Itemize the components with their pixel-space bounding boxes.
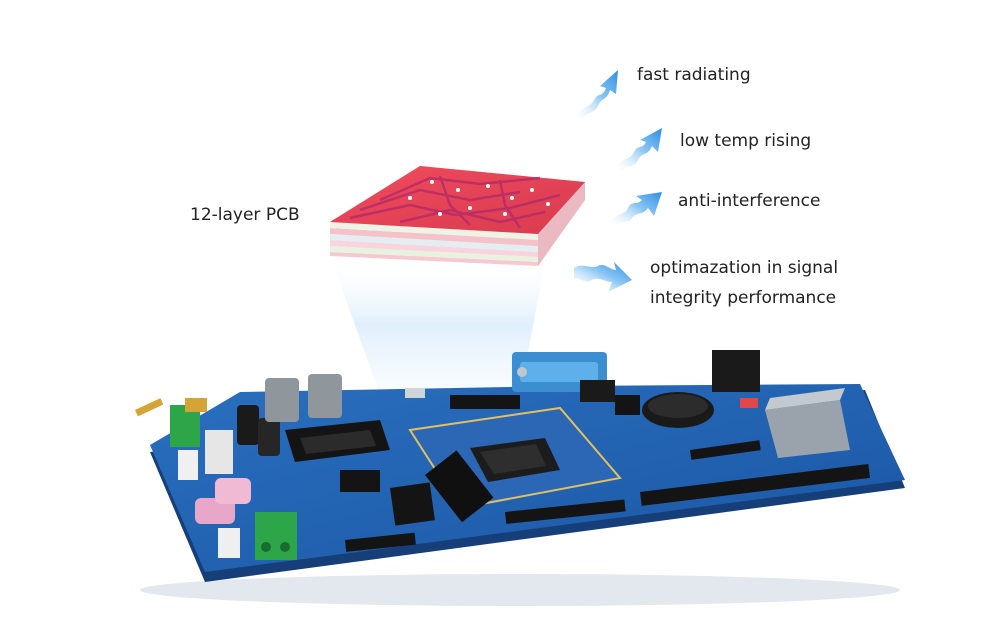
heat-arrow-icon-4 xyxy=(574,262,632,292)
pcb-label: 12-layer PCB xyxy=(190,205,300,225)
pcb-top-layer xyxy=(330,166,585,234)
pcb-layer-stack xyxy=(330,166,585,266)
light-beam xyxy=(330,255,545,395)
feature-low-temp-rising: low temp rising xyxy=(680,126,811,156)
feature-text: anti-interference xyxy=(678,191,821,211)
feature-text: low temp rising xyxy=(680,131,812,151)
feature-text: fast radiating xyxy=(637,65,751,85)
heat-arrow-icon-2 xyxy=(616,128,662,172)
feature-text-line-1: optimazation in signal xyxy=(650,258,839,278)
feature-signal-integrity: optimazation in signal integrity perform… xyxy=(650,253,910,313)
feature-text-line-2: integrity performance xyxy=(650,288,837,308)
heat-arrow-icon-3 xyxy=(610,192,662,226)
heat-arrow-icon-1 xyxy=(576,70,618,122)
feature-anti-interference: anti-interference xyxy=(678,186,820,216)
feature-fast-radiating: fast radiating xyxy=(637,60,751,90)
development-board xyxy=(135,350,905,606)
